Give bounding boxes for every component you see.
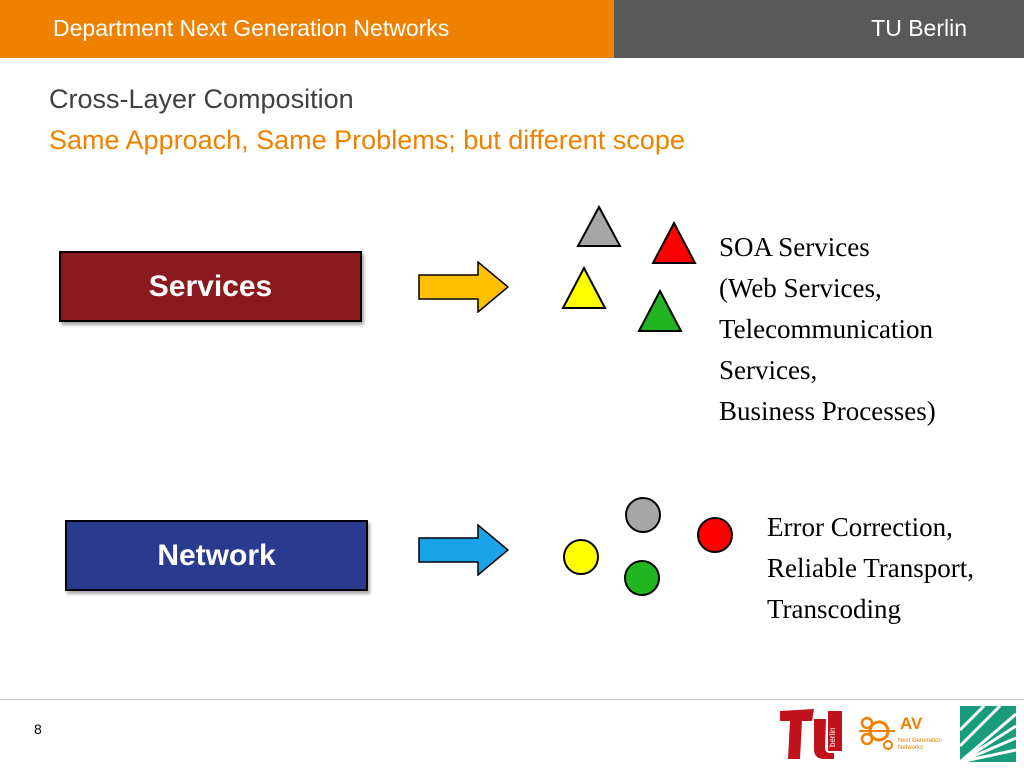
red-circle-icon bbox=[697, 517, 733, 553]
header-bar: Department Next Generation Networks TU B… bbox=[0, 0, 1024, 58]
network-label: Network bbox=[157, 538, 276, 572]
green-circle-icon bbox=[624, 560, 660, 596]
av-logo-label: AV bbox=[900, 714, 923, 733]
services-label: Services bbox=[148, 269, 273, 303]
gray-circle-icon bbox=[625, 497, 661, 533]
yellow-circle-icon bbox=[563, 539, 599, 575]
header-org: TU Berlin bbox=[871, 15, 967, 41]
services-desc-line: Services, bbox=[719, 355, 818, 385]
svg-text:berlin: berlin bbox=[828, 727, 837, 747]
header-title: Department Next Generation Networks bbox=[53, 15, 450, 41]
services-desc-line: (Web Services, bbox=[719, 273, 882, 303]
page-number: 8 bbox=[34, 721, 42, 737]
network-description: Error Correction, Reliable Transport, Tr… bbox=[767, 507, 974, 630]
av-logo-subtitle: Next Generation Networks bbox=[898, 738, 942, 751]
services-arrow-icon bbox=[418, 261, 510, 313]
red-triangle-icon bbox=[651, 220, 697, 264]
network-desc-line: Reliable Transport, bbox=[767, 553, 974, 583]
network-arrow-icon bbox=[418, 524, 510, 576]
services-description: SOA Services (Web Services, Telecommunic… bbox=[719, 227, 936, 432]
green-triangle-icon bbox=[637, 288, 683, 332]
gray-triangle-icon bbox=[576, 204, 622, 247]
network-desc-line: Transcoding bbox=[767, 594, 902, 624]
services-box: Services bbox=[59, 251, 362, 322]
services-desc-line: SOA Services bbox=[719, 232, 870, 262]
yellow-triangle-icon bbox=[561, 265, 607, 309]
footer-divider bbox=[0, 699, 1024, 700]
fraunhofer-logo bbox=[960, 706, 1016, 762]
header-left-panel bbox=[0, 0, 614, 58]
av-logo-icon bbox=[859, 716, 895, 750]
services-desc-line: Business Processes) bbox=[719, 396, 936, 426]
services-desc-line: Telecommunication bbox=[719, 314, 934, 344]
slide-title: Cross-Layer Composition bbox=[49, 84, 354, 114]
network-box: Network bbox=[65, 520, 368, 591]
header-right-panel bbox=[614, 0, 1024, 58]
tu-berlin-logo: berlin bbox=[780, 709, 842, 759]
slide-subtitle: Same Approach, Same Problems; but differ… bbox=[49, 125, 685, 155]
network-desc-line: Error Correction, bbox=[767, 512, 953, 542]
